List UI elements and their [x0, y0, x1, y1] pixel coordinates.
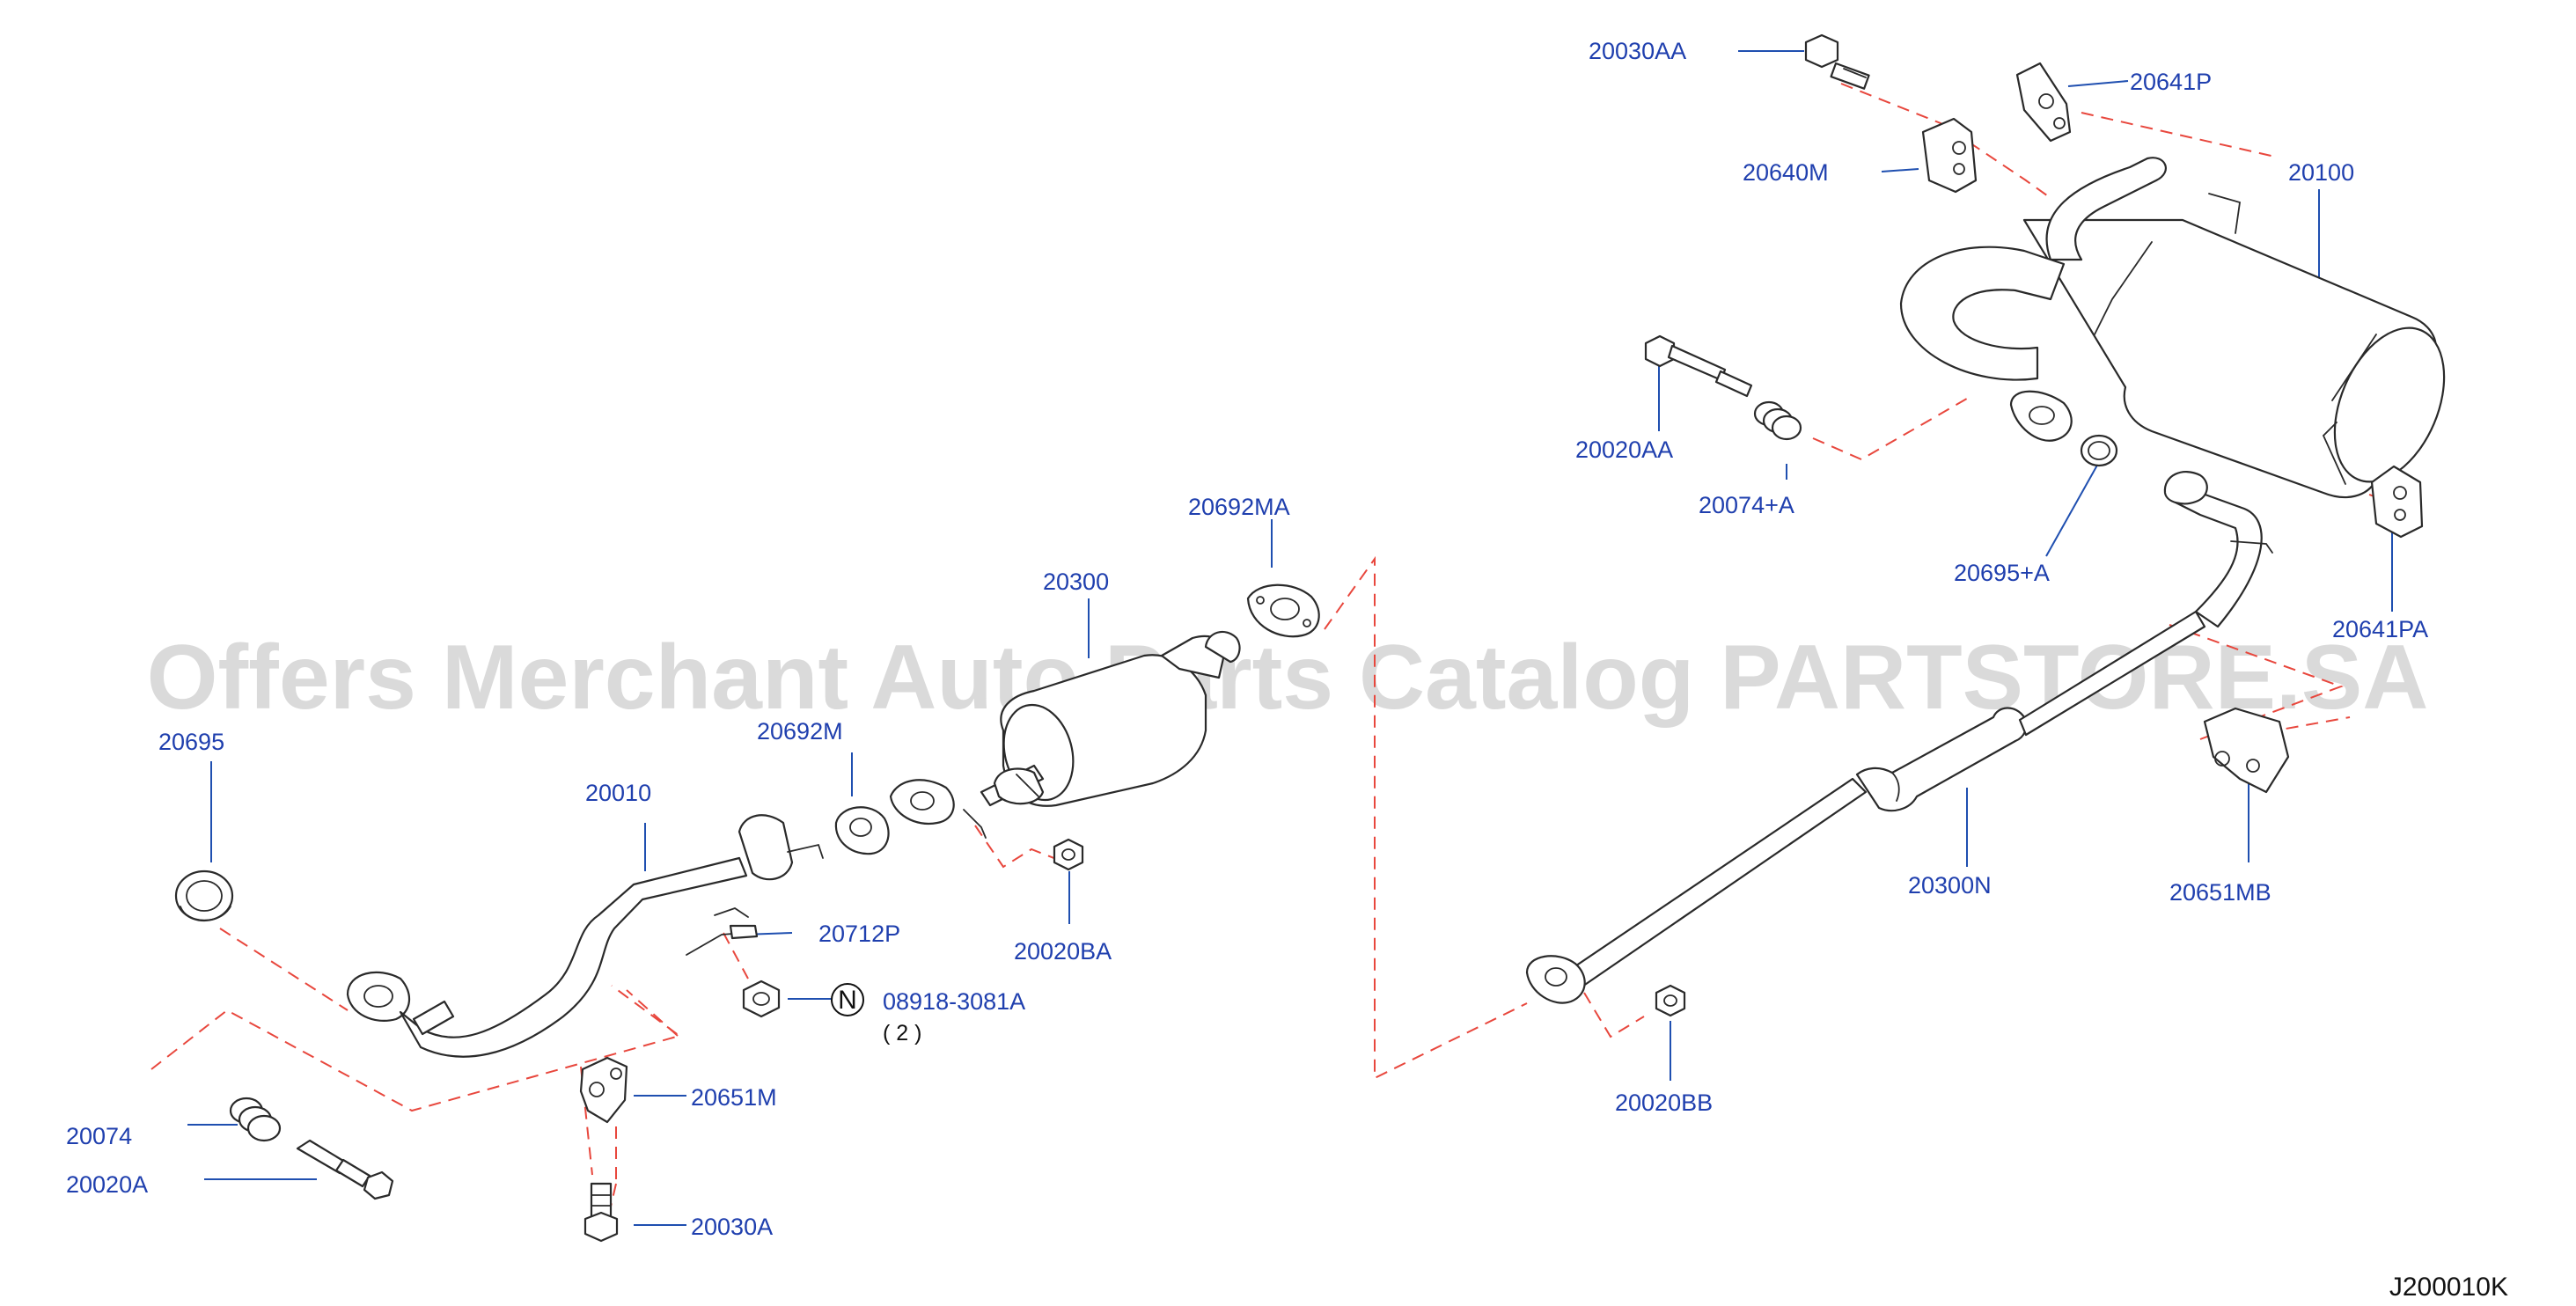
front-exhaust-pipe-20010-icon[interactable]	[346, 814, 824, 1058]
spring-20074A-icon[interactable]	[1753, 400, 1802, 441]
stud-20020A-icon[interactable]	[296, 1139, 394, 1200]
n-marker-08918: N	[831, 983, 864, 1016]
hanger-20641P-icon[interactable]	[2015, 62, 2072, 143]
label-20300N[interactable]: 20300N	[1908, 872, 1992, 899]
bolt-20030A-icon[interactable]	[583, 1182, 619, 1243]
bolt-20030AA-icon[interactable]	[1804, 33, 1870, 90]
label-20695A-plus[interactable]: 20695+A	[1954, 560, 2050, 586]
label-20030A[interactable]: 20030A	[691, 1214, 773, 1240]
label-20692M[interactable]: 20692M	[757, 718, 843, 745]
gasket-20692M-icon[interactable]	[834, 806, 890, 855]
label-20640M[interactable]: 20640M	[1743, 159, 1829, 186]
gasket-ring-20695-icon[interactable]	[174, 869, 234, 922]
label-20020BA[interactable]: 20020BA	[1014, 938, 1112, 965]
svg-text:N: N	[838, 986, 857, 1015]
label-20020A[interactable]: 20020A	[66, 1171, 148, 1198]
label-20074[interactable]: 20074	[66, 1123, 132, 1149]
label-20651MB[interactable]: 20651MB	[2169, 879, 2271, 906]
label-20695[interactable]: 20695	[158, 729, 224, 755]
label-20074A-plus[interactable]: 20074+A	[1699, 492, 1794, 518]
catalytic-converter-20300-icon[interactable]	[889, 630, 1241, 839]
label-08918-qty: ( 2 )	[883, 1021, 921, 1046]
gasket-ring-20695A-icon[interactable]	[2080, 434, 2118, 467]
main-muffler-20100-icon[interactable]	[1899, 157, 2466, 499]
label-20712P[interactable]: 20712P	[818, 921, 900, 947]
label-20020BB[interactable]: 20020BB	[1615, 1090, 1713, 1116]
hanger-bracket-20651MB-icon[interactable]	[2203, 707, 2290, 794]
spring-20074-icon[interactable]	[229, 1097, 282, 1142]
label-20030AA[interactable]: 20030AA	[1589, 38, 1686, 64]
label-20010[interactable]: 20010	[585, 780, 651, 806]
label-20020AA[interactable]: 20020AA	[1575, 437, 1673, 463]
watermark-text: Offers Merchant Auto Parts Catalog PARTS…	[147, 627, 2429, 729]
center-pipe-20300N-icon[interactable]	[1525, 471, 2273, 1004]
hanger-20641PA-icon[interactable]	[2370, 465, 2424, 539]
sensor-20712P-icon[interactable]	[686, 924, 759, 956]
label-20641P[interactable]: 20641P	[2130, 69, 2212, 95]
label-20641PA[interactable]: 20641PA	[2332, 616, 2428, 642]
hanger-bracket-20651M-icon[interactable]	[579, 1056, 628, 1124]
label-20100[interactable]: 20100	[2288, 159, 2354, 186]
nut-08918-3081A-icon[interactable]	[742, 980, 781, 1018]
label-20300[interactable]: 20300	[1043, 569, 1109, 595]
nut-20020BB-icon[interactable]	[1655, 984, 1686, 1017]
hanger-20640M-icon[interactable]	[1921, 117, 1978, 194]
part-labels: 20030AA 20641P 20640M 20100 20020AA 2007…	[66, 38, 2428, 1240]
nut-20020BA-icon[interactable]	[1053, 838, 1084, 871]
label-08918-3081A[interactable]: 08918-3081A	[883, 988, 1025, 1015]
label-20692MA[interactable]: 20692MA	[1188, 494, 1290, 520]
stud-20020AA-icon[interactable]	[1644, 334, 1753, 398]
gasket-20692MA-icon[interactable]	[1246, 583, 1320, 638]
label-20651M[interactable]: 20651M	[691, 1084, 777, 1111]
diagram-code: J200010K	[2389, 1273, 2508, 1302]
